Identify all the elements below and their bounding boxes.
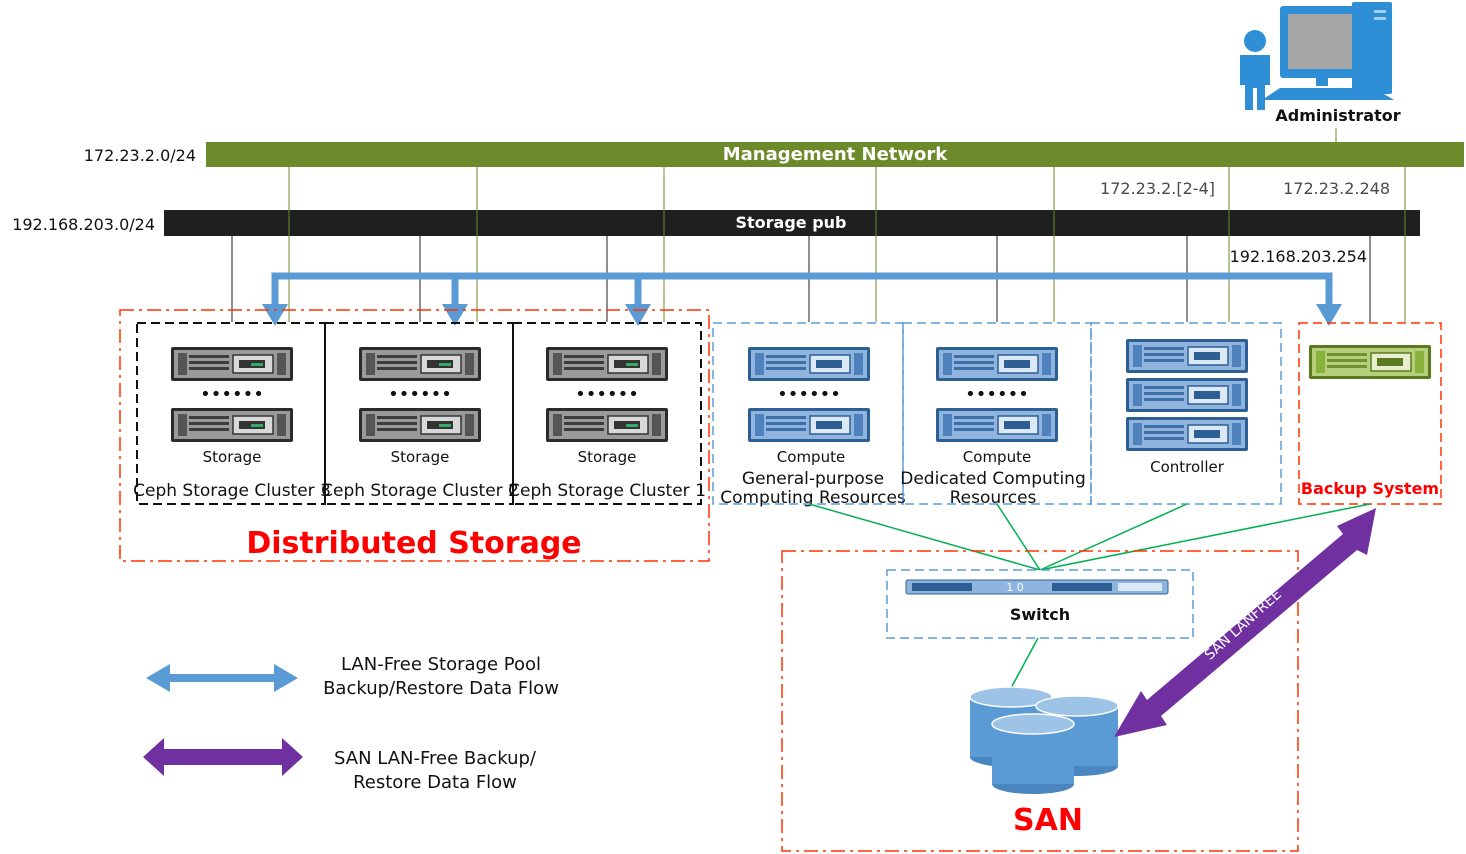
ellipsis-dots: •••••• bbox=[965, 384, 1029, 405]
ceph-cluster-1: •••••• Storage Ceph Storage Cluster 1 bbox=[508, 322, 706, 505]
san-frame bbox=[781, 550, 1299, 852]
san-lanfree-label: SAN LANFREE bbox=[1202, 587, 1285, 664]
legend-san-line1: SAN LAN-Free Backup/ bbox=[334, 748, 537, 769]
compute-desc-line2: Resources bbox=[950, 488, 1037, 508]
server-icon bbox=[935, 407, 1059, 443]
legend-purple-arrow bbox=[143, 738, 303, 776]
compute-desc-line2: Computing Resources bbox=[720, 488, 906, 508]
ellipsis-dots: •••••• bbox=[200, 384, 264, 405]
node-label: Compute bbox=[963, 448, 1031, 466]
node-label: Storage bbox=[203, 448, 262, 466]
management-network-bar bbox=[206, 142, 1464, 167]
server-icon bbox=[358, 346, 482, 382]
ellipsis-dots: •••••• bbox=[575, 384, 639, 405]
legend-lan-free-line1: LAN-Free Storage Pool bbox=[341, 654, 541, 675]
node-label: Storage bbox=[391, 448, 450, 466]
node-label: Storage bbox=[578, 448, 637, 466]
backup-mgmt-ip: 172.23.2.248 bbox=[1283, 179, 1390, 198]
server-icon bbox=[935, 346, 1059, 382]
controller: Controller bbox=[1090, 322, 1282, 505]
person-icon bbox=[1240, 30, 1270, 110]
disk-icon bbox=[991, 713, 1075, 795]
cluster-name: Ceph Storage Cluster 2 bbox=[321, 481, 519, 501]
management-subnet: 172.23.2.0/24 bbox=[84, 146, 196, 165]
compute-desc-line1: General-purpose bbox=[742, 469, 884, 489]
switch-icon bbox=[905, 579, 1169, 595]
controller-label: Controller bbox=[1150, 458, 1225, 476]
switch-label: Switch bbox=[1010, 605, 1070, 624]
distributed-storage-frame bbox=[119, 309, 710, 562]
server-icon bbox=[358, 407, 482, 443]
management-drop-lines bbox=[288, 167, 1406, 322]
cluster-name: Ceph Storage Cluster 3 bbox=[133, 481, 331, 501]
server-icon bbox=[1125, 416, 1249, 452]
cluster-name: Ceph Storage Cluster 1 bbox=[508, 481, 706, 501]
storage-pub-label: Storage pub bbox=[735, 213, 846, 232]
server-icon bbox=[545, 346, 669, 382]
distributed-storage-label: Distributed Storage bbox=[246, 526, 581, 561]
backup-system-label: Backup System bbox=[1301, 479, 1439, 498]
compute-desc-line1: Dedicated Computing bbox=[900, 469, 1086, 489]
compute-dedicated: •••••• Compute Dedicated Computing Resou… bbox=[900, 322, 1092, 508]
server-icon bbox=[747, 346, 871, 382]
controller-mgmt-ip: 172.23.2.[2-4] bbox=[1100, 179, 1215, 198]
server-icon bbox=[1308, 344, 1432, 380]
ellipsis-dots: •••••• bbox=[388, 384, 452, 405]
server-icon bbox=[170, 407, 294, 443]
administrator: Administrator bbox=[1240, 2, 1401, 125]
ceph-cluster-2: •••••• Storage Ceph Storage Cluster 2 bbox=[321, 322, 519, 505]
server-icon bbox=[545, 407, 669, 443]
ellipsis-dots: •••••• bbox=[777, 384, 841, 405]
san-label: SAN bbox=[1013, 803, 1083, 838]
server-icon bbox=[1125, 377, 1249, 413]
legend-san-lan-free: SAN LAN-Free Backup/ Restore Data Flow bbox=[143, 738, 537, 793]
legend-blue-arrow bbox=[146, 664, 298, 692]
legend-san-line2: Restore Data Flow bbox=[353, 772, 517, 793]
legend-lan-free-line2: Backup/Restore Data Flow bbox=[323, 678, 559, 699]
backup-storage-ip: 192.168.203.254 bbox=[1230, 247, 1367, 266]
management-network-label: Management Network bbox=[723, 144, 949, 165]
node-label: Compute bbox=[777, 448, 845, 466]
arrow-head-backup bbox=[1316, 304, 1342, 326]
lan-free-flow bbox=[262, 272, 1342, 326]
switch: 1 0 Switch bbox=[886, 569, 1194, 639]
legend-lan-free: LAN-Free Storage Pool Backup/Restore Dat… bbox=[146, 654, 559, 699]
san-fabric-links bbox=[808, 503, 1371, 691]
server-icon bbox=[170, 346, 294, 382]
administrator-label: Administrator bbox=[1275, 106, 1400, 125]
server-icon bbox=[1125, 338, 1249, 374]
storage-pub-subnet: 192.168.203.0/24 bbox=[12, 215, 155, 234]
computer-icon bbox=[1262, 2, 1394, 100]
backup-system: Backup System bbox=[1298, 322, 1442, 505]
san-storage bbox=[969, 686, 1119, 795]
compute-general-purpose: •••••• Compute General-purpose Computing… bbox=[712, 322, 906, 508]
ceph-cluster-3: •••••• Storage Ceph Storage Cluster 3 bbox=[133, 322, 331, 505]
storage-pub-bar bbox=[164, 210, 1420, 236]
legend: LAN-Free Storage Pool Backup/Restore Dat… bbox=[143, 654, 559, 793]
server-icon bbox=[747, 407, 871, 443]
switch-port-text: 1 0 bbox=[1006, 581, 1024, 594]
